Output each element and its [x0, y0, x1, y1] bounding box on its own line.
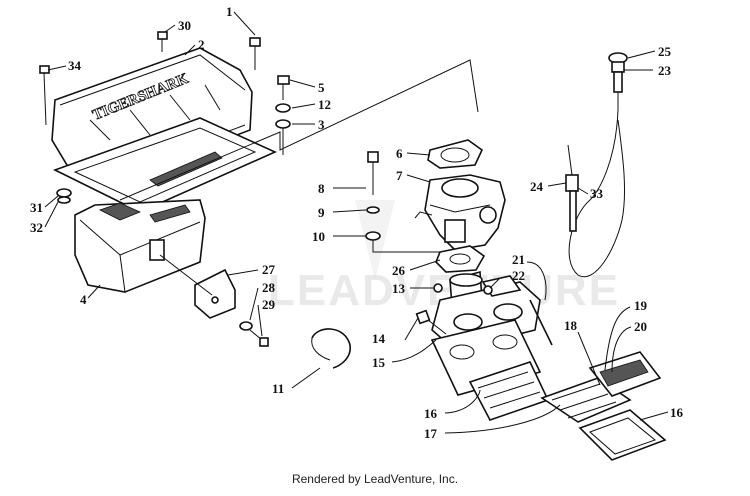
callout-19: 19	[634, 298, 648, 313]
callout-18: 18	[564, 318, 578, 333]
callout-27: 27	[262, 262, 276, 277]
choke-plunger	[565, 144, 579, 232]
callout-labels: 1 30 2 34 5 12 3 31 32 4 6 7 8 9 10 26 1…	[30, 4, 684, 441]
callout-30: 30	[178, 18, 191, 33]
gasket-6	[427, 139, 484, 169]
gasket-26	[435, 245, 486, 273]
callout-29: 29	[262, 297, 276, 312]
washer-12	[275, 103, 291, 113]
washer-9	[366, 206, 380, 214]
callout-24: 24	[530, 179, 544, 194]
washer-10	[365, 231, 381, 241]
callout-34: 34	[68, 58, 82, 73]
callout-10: 10	[312, 229, 325, 244]
reed-block	[430, 319, 550, 421]
reed-gasket-16	[578, 409, 667, 461]
washer-3	[275, 119, 291, 129]
callout-32: 32	[30, 220, 43, 235]
callout-25: 25	[658, 44, 672, 59]
choke-cable	[568, 109, 626, 278]
stud-21	[529, 299, 553, 346]
callout-28: 28	[262, 280, 276, 295]
callout-6: 6	[396, 146, 403, 161]
choke-knob	[608, 52, 628, 110]
callout-33: 33	[590, 186, 604, 201]
callout-15: 15	[372, 355, 386, 370]
bolt-5	[277, 75, 290, 100]
callout-17: 17	[424, 426, 438, 441]
screw-34	[39, 65, 50, 126]
callout-13: 13	[392, 281, 406, 296]
callout-22: 22	[512, 268, 525, 283]
callout-11: 11	[272, 381, 284, 396]
washer-31-32	[56, 188, 72, 204]
callout-7: 7	[396, 168, 403, 183]
washer-28	[239, 321, 253, 331]
cover-gasket	[52, 117, 277, 213]
clamp-13	[433, 283, 443, 293]
callout-14: 14	[372, 331, 386, 346]
screw-30	[157, 31, 168, 52]
callout-26: 26	[392, 263, 406, 278]
callout-16-right: 16	[670, 405, 684, 420]
clamp-band	[311, 328, 351, 369]
callout-31: 31	[30, 200, 43, 215]
callout-1: 1	[226, 4, 233, 19]
leader-lines	[44, 11, 669, 434]
callout-16-left: 16	[424, 406, 438, 421]
callout-9: 9	[318, 205, 325, 220]
bolt-14	[415, 309, 447, 335]
bolt-29	[249, 329, 269, 347]
mount-bracket	[194, 268, 236, 319]
reed-cage	[540, 351, 662, 423]
screw-1	[249, 37, 261, 70]
bolt-8	[367, 151, 379, 195]
callout-23: 23	[658, 63, 672, 78]
footer-credit: Rendered by LeadVenture, Inc.	[291, 472, 459, 486]
callout-3: 3	[318, 117, 325, 132]
callout-12: 12	[318, 97, 331, 112]
callout-4: 4	[80, 292, 87, 307]
callout-5: 5	[318, 80, 325, 95]
callout-2: 2	[198, 37, 205, 52]
callout-8: 8	[318, 181, 325, 196]
callout-20: 20	[634, 319, 647, 334]
carburetor	[414, 174, 506, 251]
silencer-base	[74, 199, 206, 293]
callout-21: 21	[512, 252, 525, 267]
